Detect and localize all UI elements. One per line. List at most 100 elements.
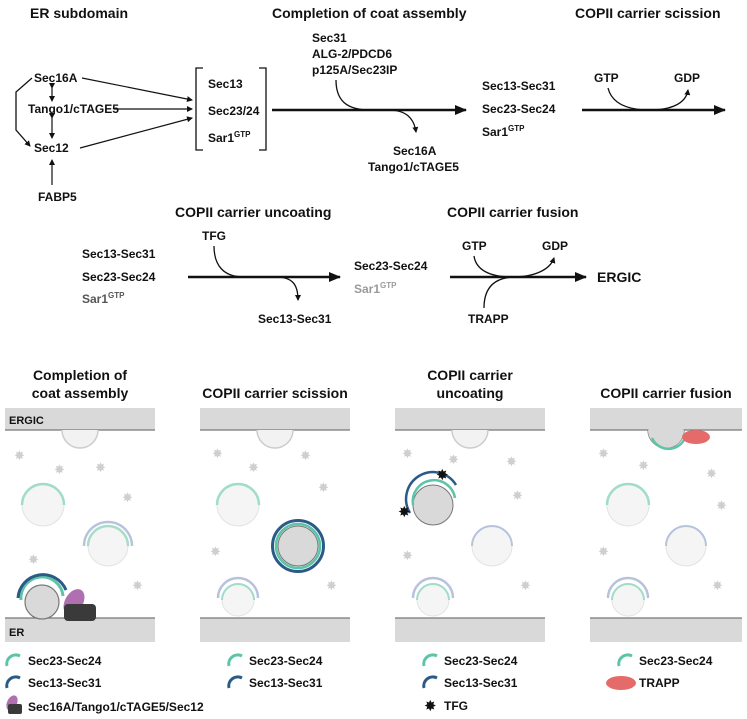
- legend3-sec13-sec31: Sec13-Sec31: [444, 676, 518, 690]
- complex-bracket-right: [259, 67, 267, 151]
- fusion-gtp: GTP: [462, 239, 487, 253]
- legend-sec2324-swatch-3: [422, 653, 438, 667]
- svg-text:✸: ✸: [706, 467, 717, 482]
- label-fabp5: FABP5: [38, 190, 77, 204]
- legend4-sec23-sec24: Sec23-Sec24: [639, 654, 713, 668]
- svg-text:✸: ✸: [398, 503, 411, 521]
- svg-text:✸: ✸: [28, 553, 39, 568]
- sec16a-sec12-connector: [15, 77, 33, 147]
- fusion-trapp-curve: [483, 276, 517, 309]
- panel3: ✸✸✸ ✸✸✸ ✸ ✸: [395, 408, 545, 642]
- output-sec16a: Sec16A: [393, 144, 437, 158]
- svg-text:✸: ✸: [210, 545, 221, 560]
- product-sec23-sec24: Sec23-Sec24: [482, 102, 556, 116]
- product-sec13-sec31: Sec13-Sec31: [482, 79, 556, 93]
- svg-text:✸: ✸: [95, 461, 106, 476]
- svg-text:✸: ✸: [122, 491, 133, 506]
- scission-title: COPII carrier scission: [575, 5, 721, 21]
- legend-sec2324-swatch-4: [617, 653, 633, 667]
- svg-text:✸: ✸: [318, 481, 329, 496]
- bracket-sar1: Sar1GTP: [208, 130, 251, 145]
- legend-sec2324-swatch-2: [227, 653, 243, 667]
- product-sar1: Sar1GTP: [482, 124, 525, 139]
- panel1-ergic-label: ERGIC: [9, 415, 44, 427]
- uncoat-left-sec23-sec24: Sec23-Sec24: [82, 270, 156, 284]
- legend4-trapp: TRAPP: [639, 676, 680, 690]
- coat-assembly-title: Completion of coat assembly: [272, 5, 467, 21]
- legend-trapp-swatch: [606, 676, 636, 690]
- legend-sec1331-swatch-3: [422, 675, 438, 689]
- fusion-gtp-gdp-curve: [473, 255, 556, 278]
- svg-text:✸: ✸: [132, 579, 143, 594]
- uncoat-tfg: TFG: [202, 229, 226, 243]
- svg-text:✸: ✸: [520, 579, 531, 594]
- svg-text:✸: ✸: [326, 579, 337, 594]
- legend1-sec16a-complex: Sec16A/Tango1/cTAGE5/Sec12: [28, 700, 204, 714]
- label-sec16a: Sec16A: [34, 71, 78, 85]
- legend2-sec13-sec31: Sec13-Sec31: [249, 676, 323, 690]
- uncoat-left-sec13-sec31: Sec13-Sec31: [82, 247, 156, 261]
- svg-text:✸: ✸: [512, 489, 523, 504]
- legend-sec1331-swatch-2: [227, 675, 243, 689]
- panel4: ✸ ✸ ✸ ✸ ✸ ✸: [590, 408, 742, 642]
- legend1-sec13-sec31: Sec13-Sec31: [28, 676, 102, 690]
- svg-text:✸: ✸: [506, 455, 517, 470]
- uncoat-left-sar1: Sar1GTP: [82, 291, 125, 306]
- uncoat-product-sar1: Sar1GTP: [354, 281, 397, 296]
- uncoat-release-curve: [275, 276, 301, 301]
- fusion-trapp: TRAPP: [468, 312, 509, 326]
- legend-sec1331-swatch-1: [5, 675, 21, 689]
- legend-sec2324-swatch-1: [5, 653, 21, 667]
- svg-text:✸: ✸: [14, 449, 25, 464]
- svg-text:✸: ✸: [54, 463, 65, 478]
- legend3-sec23-sec24: Sec23-Sec24: [444, 654, 518, 668]
- legend2-sec23-sec24: Sec23-Sec24: [249, 654, 323, 668]
- scission-gtp-gdp-curve: [607, 87, 691, 111]
- panel2-title: COPII carrier scission: [202, 385, 348, 401]
- er-subdomain-title: ER subdomain: [30, 5, 128, 21]
- fusion-ergic: ERGIC: [597, 269, 641, 285]
- panel1-title-line1: Completion of: [33, 367, 127, 383]
- panel4-title: COPII carrier fusion: [600, 385, 731, 401]
- tfg-star-icon: ✸: [424, 697, 437, 715]
- complex-bracket-left: [195, 67, 203, 151]
- arrow-sec16a-to-complex: [81, 77, 193, 102]
- legend1-sec23-sec24: Sec23-Sec24: [28, 654, 102, 668]
- svg-text:✸: ✸: [300, 449, 311, 464]
- svg-text:✸: ✸: [436, 466, 449, 484]
- arrow-sec12-to-complex: [79, 116, 193, 149]
- panel1-er-label: ER: [9, 627, 24, 639]
- legend-sec16a-swatch-dark: [8, 704, 22, 714]
- svg-text:✸: ✸: [448, 453, 459, 468]
- uncoat-released-sec13-sec31: Sec13-Sec31: [258, 312, 332, 326]
- bracket-sec2324: Sec23/24: [208, 104, 260, 118]
- svg-text:✸: ✸: [638, 459, 649, 474]
- coat-output-curve: [387, 109, 419, 133]
- input-sec31: Sec31: [312, 31, 347, 45]
- label-tango1: Tango1/cTAGE5: [28, 102, 119, 116]
- svg-text:✸: ✸: [402, 447, 413, 462]
- scission-gdp: GDP: [674, 71, 700, 85]
- svg-text:✸: ✸: [598, 447, 609, 462]
- fusion-gdp: GDP: [542, 239, 568, 253]
- svg-text:✸: ✸: [598, 545, 609, 560]
- svg-text:✸: ✸: [712, 579, 723, 594]
- label-sec12: Sec12: [34, 141, 69, 155]
- scission-gtp: GTP: [594, 71, 619, 85]
- input-p125a: p125A/Sec23IP: [312, 63, 397, 77]
- legend3-tfg: TFG: [444, 699, 468, 713]
- panel1-title-line2: coat assembly: [32, 385, 129, 401]
- coat-input-curve: [335, 79, 371, 111]
- fusion-title: COPII carrier fusion: [447, 204, 578, 220]
- uncoat-tfg-curve: [213, 245, 245, 278]
- svg-text:✸: ✸: [716, 499, 727, 514]
- panel3-title-line2: uncoating: [437, 385, 504, 401]
- input-alg2: ALG-2/PDCD6: [312, 47, 392, 61]
- svg-text:✸: ✸: [212, 447, 223, 462]
- svg-text:✸: ✸: [248, 461, 259, 476]
- output-tango1: Tango1/cTAGE5: [368, 160, 459, 174]
- uncoating-title: COPII carrier uncoating: [175, 204, 331, 220]
- uncoat-product-sec23-sec24: Sec23-Sec24: [354, 259, 428, 273]
